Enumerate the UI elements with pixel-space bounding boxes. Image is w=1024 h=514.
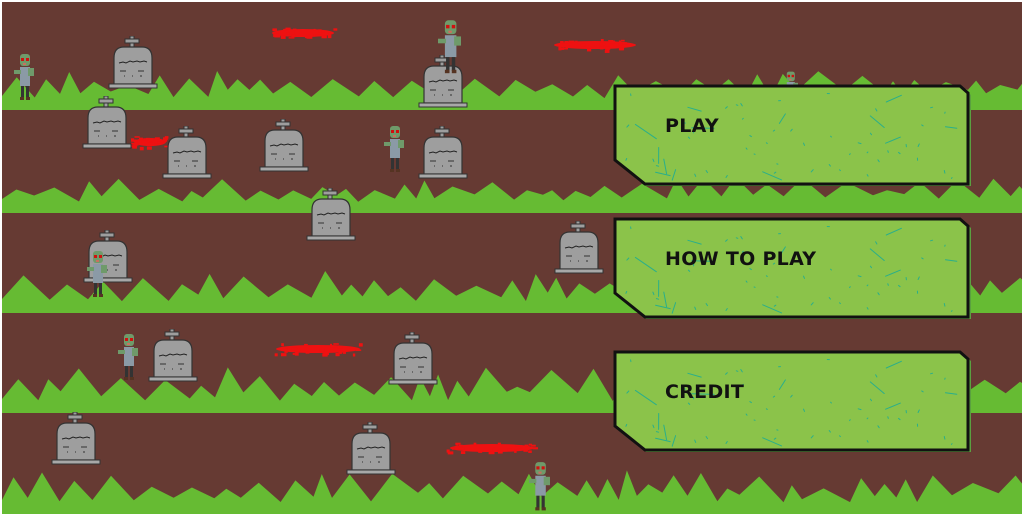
tombstone-icon bbox=[554, 221, 604, 274]
tombstone-icon bbox=[51, 412, 101, 465]
blood-splatter-icon bbox=[131, 136, 169, 151]
play-button-label: PLAY bbox=[665, 115, 719, 137]
tombstone-icon bbox=[82, 96, 132, 149]
credit-button[interactable]: CREDIT bbox=[613, 350, 973, 454]
zombie-icon bbox=[384, 126, 404, 172]
zombie-icon bbox=[118, 334, 138, 380]
zombie-icon bbox=[529, 462, 550, 511]
tombstone-icon bbox=[306, 188, 356, 241]
tombstone-icon bbox=[346, 422, 396, 475]
tombstone-icon bbox=[418, 55, 468, 108]
grass-band bbox=[2, 470, 1022, 514]
blood-splatter-icon bbox=[554, 39, 636, 53]
blood-splatter-icon bbox=[272, 27, 338, 39]
zombie-icon bbox=[438, 20, 461, 74]
zombie-icon bbox=[14, 54, 34, 100]
button-panel bbox=[613, 350, 971, 452]
tombstone-icon bbox=[418, 126, 468, 179]
button-panel bbox=[613, 84, 971, 186]
tombstone-icon bbox=[148, 329, 198, 382]
tombstone-icon bbox=[388, 332, 438, 385]
credit-button-label: CREDIT bbox=[665, 381, 745, 403]
blood-splatter-icon bbox=[274, 343, 363, 357]
play-button[interactable]: PLAY bbox=[613, 84, 973, 188]
how-to-play-button[interactable]: HOW TO PLAY bbox=[613, 217, 973, 321]
grass-band bbox=[2, 177, 1022, 213]
button-panel bbox=[613, 217, 971, 319]
tombstone-icon bbox=[108, 36, 158, 89]
tombstone-icon bbox=[162, 126, 212, 179]
zombie-icon bbox=[87, 251, 107, 297]
tombstone-icon bbox=[259, 119, 309, 172]
how-to-play-button-label: HOW TO PLAY bbox=[665, 248, 817, 270]
blood-splatter-icon bbox=[446, 442, 538, 455]
